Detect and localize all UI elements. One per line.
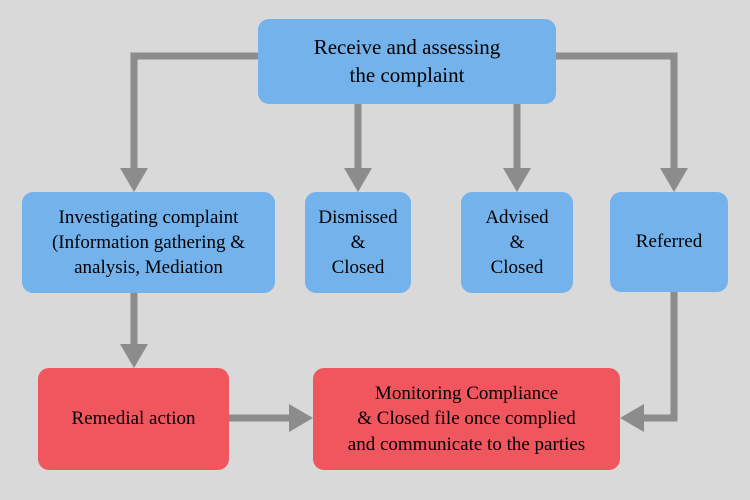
node-referred[interactable]: Referred [610, 192, 728, 292]
edge-line [556, 52, 678, 172]
edge-remedial-to-monitoring [229, 404, 313, 432]
node-receive-and-assessing[interactable]: Receive and assessing the complaint [258, 19, 556, 104]
edge-receive-to-investigate [120, 52, 258, 192]
edge-receive-to-dismissed [344, 104, 372, 192]
node-investigating-complaint[interactable]: Investigating complaint (Information gat… [22, 192, 275, 293]
node-dismissed-and-closed[interactable]: Dismissed & Closed [305, 192, 411, 293]
edge-line [130, 52, 258, 172]
edge-investigate-to-remedial [120, 293, 148, 368]
edge-receive-to-advised [503, 104, 531, 192]
arrowhead-icon [620, 404, 644, 432]
node-remedial-action[interactable]: Remedial action [38, 368, 229, 470]
edge-receive-to-referred [556, 52, 688, 192]
node-advised-and-closed[interactable]: Advised & Closed [461, 192, 573, 293]
edge-referred-to-monitoring [620, 292, 678, 432]
node-monitoring-compliance[interactable]: Monitoring Compliance & Closed file once… [313, 368, 620, 470]
arrowhead-icon [344, 168, 372, 192]
arrowhead-icon [289, 404, 313, 432]
edge-line [640, 292, 678, 422]
arrowhead-icon [120, 168, 148, 192]
arrowhead-icon [503, 168, 531, 192]
arrowhead-icon [660, 168, 688, 192]
arrowhead-icon [120, 344, 148, 368]
